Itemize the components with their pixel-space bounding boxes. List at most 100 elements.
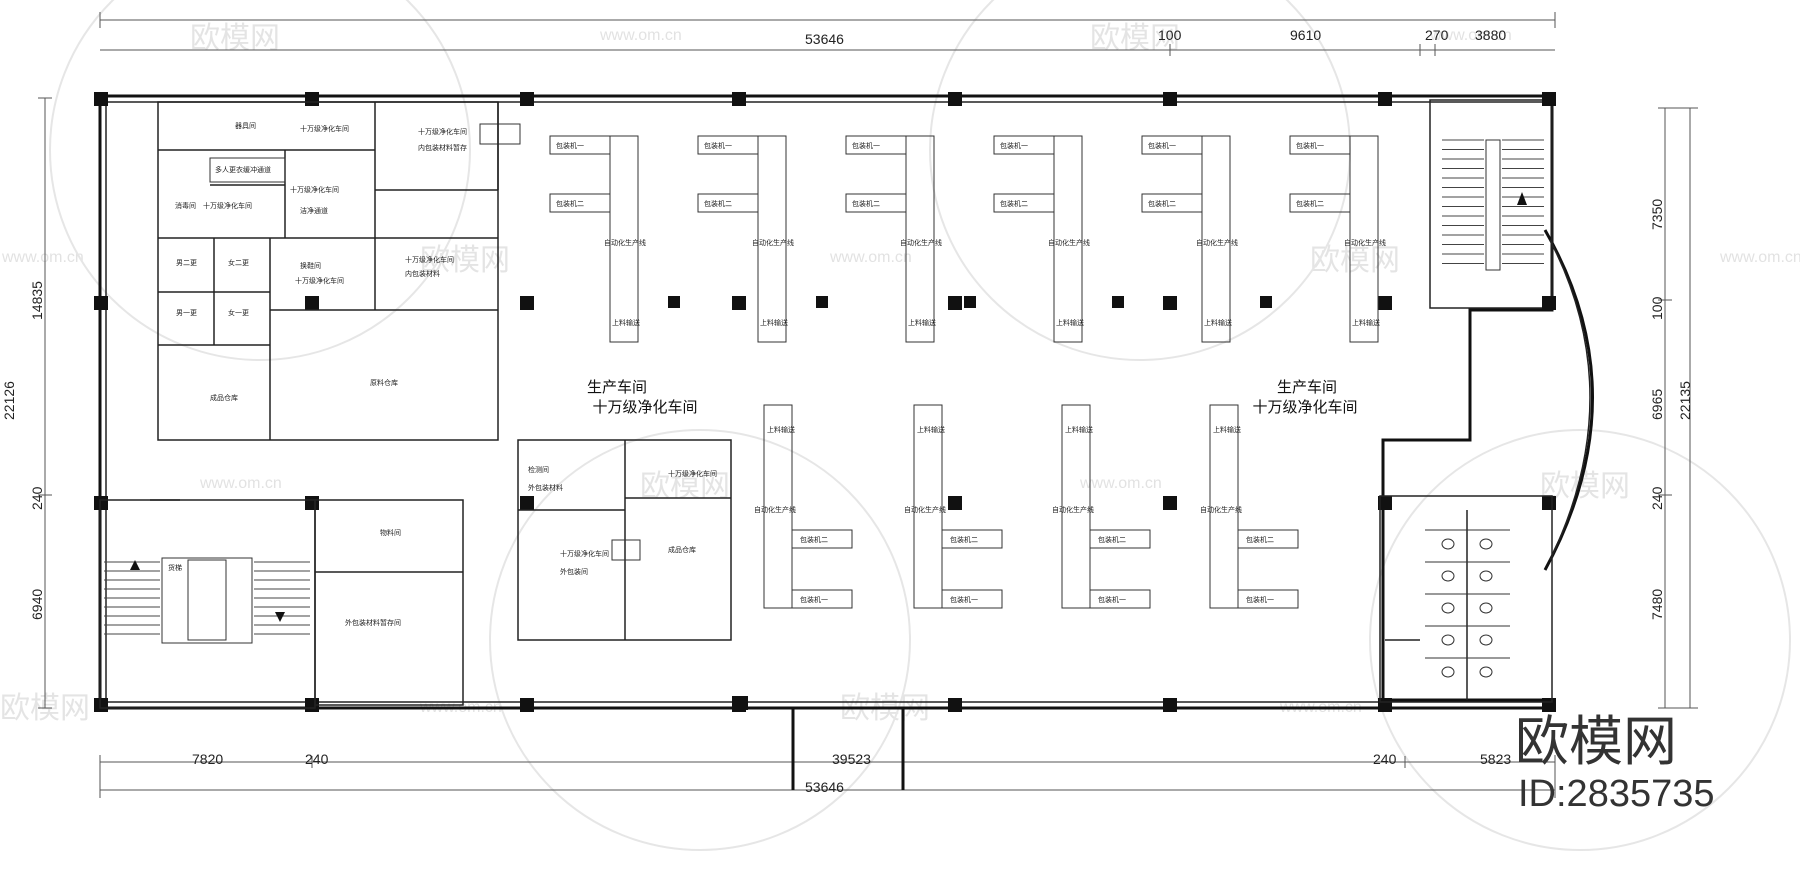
center-room-cluster: 检测间 外包装材料 十万级净化车间 十万级净化车间 外包装间 成品仓库 bbox=[517, 439, 732, 641]
room-label: 检测间 bbox=[528, 465, 549, 474]
column bbox=[520, 296, 532, 308]
dim-bottom-seg: 5823 bbox=[1480, 751, 1511, 767]
packing-machine-2 bbox=[845, 193, 907, 213]
feed-label: 上料输送 bbox=[1213, 425, 1241, 434]
brand-name: 欧模网 bbox=[1515, 710, 1677, 773]
line-label: 自动化生产线 bbox=[1052, 505, 1094, 514]
packing-machine-2 bbox=[1141, 193, 1203, 213]
dim-right-seg: 100 bbox=[1649, 296, 1665, 320]
stair-treads-left bbox=[104, 561, 310, 635]
column bbox=[668, 296, 680, 308]
machine-label: 包装机一 bbox=[1148, 141, 1176, 150]
brand-id: ID:2835735 bbox=[1518, 773, 1715, 815]
packing-machine-2 bbox=[697, 193, 759, 213]
packing-machine-2 bbox=[791, 529, 853, 549]
line-conveyor bbox=[757, 135, 787, 343]
machine-label: 包装机二 bbox=[556, 199, 584, 208]
dim-top-seg: 100 bbox=[1158, 27, 1182, 43]
dim-right-seg: 240 bbox=[1649, 486, 1665, 510]
dimension-labels: 53646 100 9610 270 3880 7820 240 39523 2… bbox=[1, 27, 1693, 795]
packing-machine-1 bbox=[1237, 589, 1299, 609]
line-conveyor bbox=[913, 404, 943, 609]
room-label: 十万级净化车间 bbox=[405, 255, 454, 264]
workshop-subtitle: 十万级净化车间 bbox=[1252, 398, 1357, 416]
machine-label: 包装机一 bbox=[704, 141, 732, 150]
workshop-title: 生产车间 bbox=[1277, 378, 1337, 396]
brand-logo: 欧模网 ID:2835735 bbox=[1515, 710, 1715, 815]
toilet-icon bbox=[1479, 602, 1493, 614]
room-label: 货梯 bbox=[168, 563, 182, 572]
machine-label: 包装机二 bbox=[800, 535, 828, 544]
stair-treads-right bbox=[1442, 139, 1544, 264]
room-label: 内包装材料 bbox=[405, 269, 440, 278]
column bbox=[1112, 296, 1124, 308]
toilet-icon bbox=[1479, 570, 1493, 582]
toilet-icon bbox=[1479, 666, 1493, 678]
packing-machine-1 bbox=[845, 135, 907, 155]
line-conveyor bbox=[1209, 404, 1239, 609]
watermark-url: www.om.cn bbox=[1429, 27, 1512, 44]
room-label: 内包装材料暂存 bbox=[418, 143, 467, 152]
line-conveyor bbox=[1201, 135, 1231, 343]
workshop-subtitle: 十万级净化车间 bbox=[592, 398, 697, 416]
packing-machine-1 bbox=[993, 135, 1055, 155]
packing-machine-1 bbox=[791, 589, 853, 609]
room-label: 十万级净化车间 bbox=[295, 276, 344, 285]
restroom-block bbox=[1379, 495, 1553, 703]
line-conveyor bbox=[1349, 135, 1379, 343]
room-label: 女一更 bbox=[228, 308, 249, 317]
packing-machine-2 bbox=[1089, 529, 1151, 549]
workshop-label-right: 生产车间 十万级净化车间 bbox=[1252, 378, 1357, 416]
feed-label: 上料输送 bbox=[908, 318, 936, 327]
feed-label: 上料输送 bbox=[1352, 318, 1380, 327]
dim-top-seg: 9610 bbox=[1290, 27, 1321, 43]
feed-label: 上料输送 bbox=[917, 425, 945, 434]
packing-machine-2 bbox=[993, 193, 1055, 213]
watermark-url: www.om.cn bbox=[829, 249, 912, 266]
line-label: 自动化生产线 bbox=[604, 238, 646, 247]
room-label: 十万级净化车间 bbox=[300, 124, 349, 133]
toilet-icon bbox=[1441, 666, 1455, 678]
packing-machine-1 bbox=[1141, 135, 1203, 155]
production-lines-bottom: 上料输送自动化生产线包装机二包装机一上料输送自动化生产线包装机二包装机一上料输送… bbox=[754, 404, 1299, 609]
watermark-url: www.om.cn bbox=[1719, 249, 1800, 266]
room-label: 十万级净化车间 bbox=[668, 469, 717, 478]
machine-label: 包装机一 bbox=[556, 141, 584, 150]
feed-label: 上料输送 bbox=[760, 318, 788, 327]
machine-label: 包装机二 bbox=[1246, 535, 1274, 544]
packing-machine-1 bbox=[697, 135, 759, 155]
room-labels: 器具间 十万级净化车间 十万级净化车间 内包装材料暂存 多人更衣缓冲通道 十万级… bbox=[175, 122, 467, 402]
dim-top-seg: 270 bbox=[1425, 27, 1449, 43]
room-label: 多人更衣缓冲通道 bbox=[215, 165, 271, 174]
dim-left-seg: 14835 bbox=[29, 281, 45, 320]
dim-right-seg: 6965 bbox=[1649, 389, 1665, 420]
room-label: 物料间 bbox=[380, 528, 401, 537]
machine-label: 包装机一 bbox=[1000, 141, 1028, 150]
line-label: 自动化生产线 bbox=[1196, 238, 1238, 247]
line-conveyor bbox=[763, 404, 793, 609]
room-label: 外包装材料 bbox=[528, 483, 563, 492]
line-label: 自动化生产线 bbox=[1200, 505, 1242, 514]
packing-machine-1 bbox=[549, 135, 611, 155]
column bbox=[816, 296, 828, 308]
room-label: 男一更 bbox=[176, 309, 197, 317]
watermark-url: www.om.cn bbox=[1, 249, 84, 266]
watermark-url: www.om.cn bbox=[1079, 475, 1162, 492]
toilet-icon bbox=[1479, 634, 1493, 646]
workshop-title: 生产车间 bbox=[587, 378, 647, 396]
room-label: 女二更 bbox=[228, 258, 249, 267]
toilet-icon bbox=[1479, 538, 1493, 550]
packing-machine-2 bbox=[941, 529, 1003, 549]
machine-label: 包装机一 bbox=[1296, 141, 1324, 150]
machine-label: 包装机二 bbox=[1098, 535, 1126, 544]
machine-label: 包装机一 bbox=[950, 595, 978, 604]
dim-bottom-seg: 7820 bbox=[192, 751, 223, 767]
feed-label: 上料输送 bbox=[1204, 318, 1232, 327]
room-label: 成品仓库 bbox=[668, 545, 696, 554]
watermark-layer: 欧模网 欧模网 www.om.cn www.om.cn 欧模网 欧模网 www.… bbox=[0, 0, 1800, 851]
